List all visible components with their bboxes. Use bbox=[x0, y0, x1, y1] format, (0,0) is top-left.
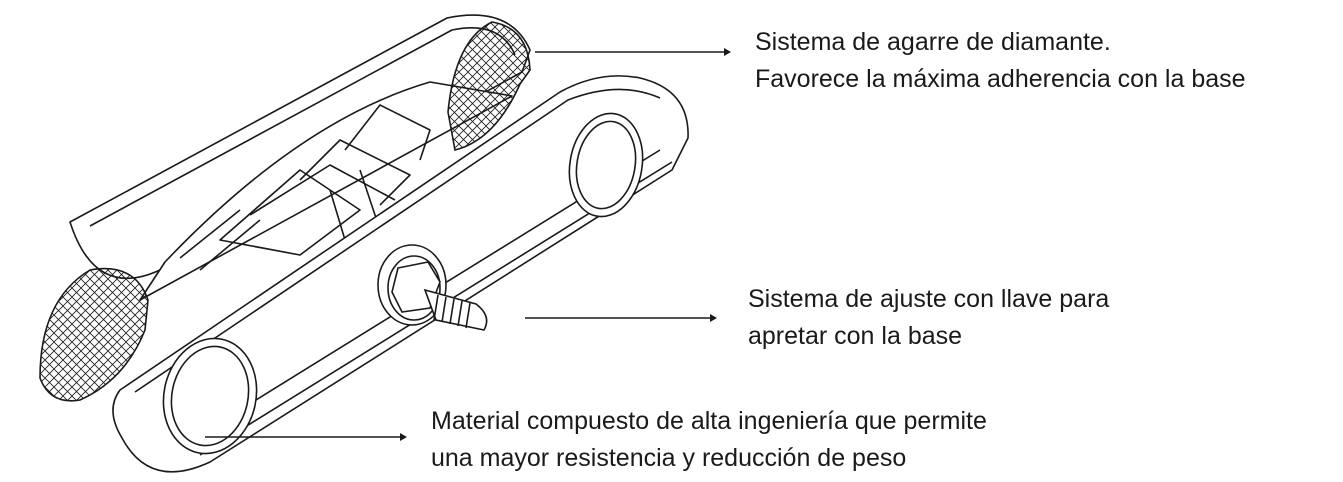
callout-grip-line2: Favorece la máxima adherencia con la bas… bbox=[755, 65, 1246, 93]
callout-grip: Sistema de agarre de diamante. Favorece … bbox=[755, 24, 1246, 98]
callout-adjust-line1: Sistema de ajuste con llave para bbox=[748, 285, 1110, 313]
adjustment-bolt bbox=[377, 244, 488, 331]
callout-adjust: Sistema de ajuste con llave para apretar… bbox=[748, 281, 1109, 355]
arrow-head-material bbox=[400, 433, 407, 441]
callout-grip-line1: Sistema de agarre de diamante. bbox=[755, 28, 1111, 56]
callout-adjust-line2: apretar con la base bbox=[748, 322, 963, 350]
mount-holes bbox=[162, 112, 644, 455]
arrow-head-adjust bbox=[710, 314, 717, 322]
callout-material-line2: una mayor resistencia y reducción de pes… bbox=[431, 444, 907, 472]
callout-material-line1: Material compuesto de alta ingeniería qu… bbox=[431, 407, 987, 435]
callout-material: Material compuesto de alta ingeniería qu… bbox=[431, 403, 987, 477]
leader-lines bbox=[205, 48, 731, 441]
arrow-head-grip bbox=[724, 48, 731, 56]
diamond-grip-pads bbox=[39, 21, 531, 402]
